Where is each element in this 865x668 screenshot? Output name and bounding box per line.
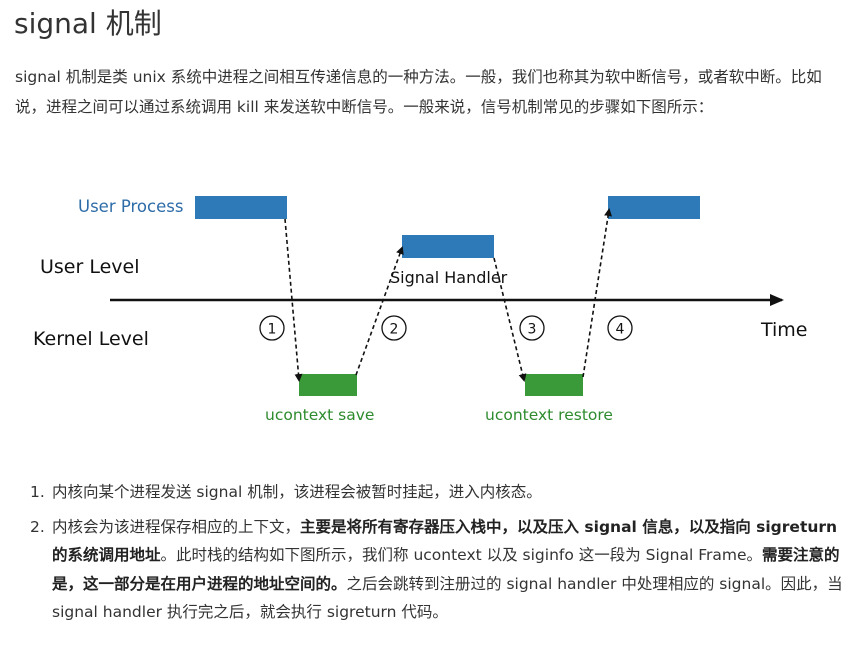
step-2-text-a: 内核会为该进程保存相应的上下文， — [52, 517, 301, 536]
arrow-to-kernel-save — [284, 218, 303, 382]
step-2-marker: 2 — [381, 315, 407, 341]
step-2-text-b: 。此时栈的结构如下图所示，我们称 ucontext 以及 siginfo 这一段… — [160, 546, 763, 564]
step-1-marker: 1 — [259, 315, 285, 341]
step-1-text: 内核向某个进程发送 signal 机制，该进程会被暂时挂起，进入内核态。 — [52, 483, 542, 501]
step-4-number: 4 — [616, 322, 625, 338]
user-level-label: User Level — [40, 256, 140, 278]
signal-flow-diagram: User Process User Level Kernel Level Tim… — [33, 196, 808, 424]
arrow-to-user-resume — [582, 208, 613, 378]
user-process-bar-start — [195, 196, 287, 219]
step-3-number: 3 — [528, 322, 537, 338]
list-item-number: 1. — [30, 483, 45, 501]
user-process-label: User Process — [78, 197, 183, 216]
step-2-number: 2 — [390, 322, 399, 338]
ucontext-save-bar — [299, 374, 357, 396]
page-title: signal 机制 — [14, 7, 162, 40]
time-label: Time — [760, 319, 808, 341]
signal-handler-label: Signal Handler — [390, 268, 508, 287]
kernel-level-label: Kernel Level — [33, 328, 149, 350]
step-3-marker: 3 — [519, 315, 545, 341]
signal-handler-bar — [402, 235, 494, 258]
ucontext-save-label: ucontext save — [265, 406, 374, 424]
list-item: 1. 内核向某个进程发送 signal 机制，该进程会被暂时挂起，进入内核态。 — [30, 478, 850, 507]
ucontext-restore-bar — [525, 374, 583, 396]
user-process-bar-resume — [608, 196, 700, 219]
list-item-number: 2. — [30, 517, 45, 536]
step-1-number: 1 — [268, 322, 277, 338]
intro-paragraph: signal 机制是类 unix 系统中进程之间相互传递信息的一种方法。一般，我… — [15, 68, 822, 116]
step-2-text-c: 之后会跳转到注册过的 signal handler 中处理相应的 signal。… — [52, 574, 843, 622]
step-2-bold-b: 需要注意的是，这一部分是在用户进程的地址空间的。 — [52, 546, 840, 593]
ucontext-restore-label: ucontext restore — [485, 406, 613, 424]
steps-list: 1. 内核向某个进程发送 signal 机制，该进程会被暂时挂起，进入内核态。 … — [30, 478, 850, 633]
arrow-to-handler — [355, 246, 404, 376]
step-4-marker: 4 — [607, 315, 633, 341]
list-item: 2. 内核会为该进程保存相应的上下文，主要是将所有寄存器压入栈中，以及压入 si… — [30, 513, 850, 627]
step-2-bold-a: 主要是将所有寄存器压入栈中，以及压入 signal 信息，以及指向 sigret… — [52, 517, 838, 565]
